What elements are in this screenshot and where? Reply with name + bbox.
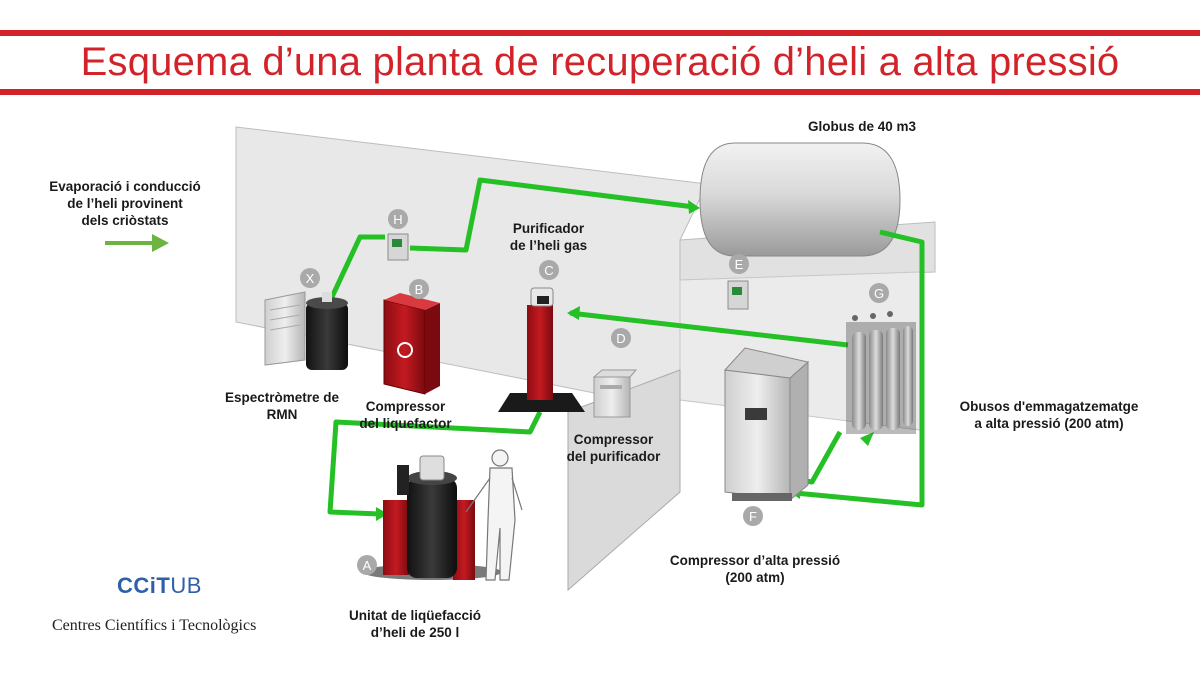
label-compressor-pur-line1: Compressor — [573, 432, 654, 447]
operator-figure — [465, 449, 523, 581]
svg-text:G: G — [874, 286, 884, 301]
marker-g: G — [869, 283, 889, 303]
nmr-spectrometer — [264, 291, 348, 370]
svg-text:A: A — [363, 558, 372, 573]
label-compressor-purificador: Compressor del purificador — [556, 431, 671, 465]
label-purificador-line1: Purificador — [512, 221, 585, 236]
marker-e: E — [729, 254, 749, 274]
label-evaporacio-line1: Evaporació i conducció — [49, 179, 201, 194]
svg-text:H: H — [393, 212, 402, 227]
logo-subtitle: Centres Científics i Tecnològics — [52, 617, 257, 634]
marker-c: C — [539, 260, 559, 280]
svg-text:D: D — [616, 331, 625, 346]
bottom-rule — [0, 89, 1200, 95]
label-globus: Globus de 40 m3 — [808, 119, 917, 134]
label-evaporacio: Evaporació i conducció de l’heli provine… — [40, 178, 210, 229]
label-unitat-line2: d’heli de 250 l — [370, 625, 460, 640]
monitor-e — [727, 280, 749, 310]
svg-text:X: X — [306, 271, 315, 286]
label-evaporacio-line2: de l’heli provinent — [67, 196, 183, 211]
purifier-compressor — [592, 369, 638, 418]
label-compressor-alta-line2: (200 atm) — [725, 570, 785, 585]
label-compressor-liq-line1: Compressor — [365, 399, 446, 414]
label-espectrometre: Espectròmetre de RMN — [212, 389, 352, 423]
label-obusos-line2: a alta pressió (200 atm) — [974, 416, 1124, 431]
svg-text:E: E — [735, 257, 744, 272]
marker-h: H — [388, 209, 408, 229]
marker-b: B — [409, 279, 429, 299]
svg-text:B: B — [415, 282, 424, 297]
svg-text:C: C — [544, 263, 553, 278]
purifier-unit — [498, 287, 585, 412]
label-espectrometre-line1: Espectròmetre de — [224, 390, 340, 405]
label-purificador-line2: de l’heli gas — [509, 238, 588, 253]
storage-cylinders — [846, 311, 916, 434]
label-obusos-line1: Obusos d'emmagatzematge — [959, 399, 1139, 414]
marker-a: A — [357, 555, 377, 575]
helium-liquefier — [362, 455, 502, 580]
back-wall-left — [235, 126, 708, 411]
label-evaporacio-line3: dels criòstats — [81, 213, 169, 228]
label-compressor-liquefactor: Compressor del liquefactor — [348, 398, 463, 432]
cci-tub-logo: CCiTUB — [117, 573, 202, 599]
label-unitat-line1: Unitat de liqüefacció — [348, 608, 482, 623]
logo-suffix: UB — [170, 573, 202, 598]
high-pressure-compressor — [723, 347, 810, 502]
svg-text:F: F — [749, 509, 757, 524]
liquefier-compressor — [383, 293, 440, 395]
page-title: Esquema d’una planta de recuperació d’he… — [80, 40, 1120, 84]
label-compressor-pur-line2: del purificador — [566, 449, 661, 464]
partition-wall — [567, 369, 681, 592]
marker-f: F — [743, 506, 763, 526]
marker-x: X — [300, 268, 320, 288]
top-rule — [0, 30, 1200, 36]
equipment-markers: X H B C D E G A F — [300, 209, 889, 575]
logo-main: CCiT — [117, 573, 171, 598]
label-obusos: Obusos d'emmagatzematge a alta pressió (… — [944, 398, 1154, 432]
label-espectrometre-line2: RMN — [266, 407, 298, 422]
label-compressor-alta-line1: Compressor d’alta pressió — [669, 553, 841, 568]
marker-d: D — [611, 328, 631, 348]
gas-globe-tank — [699, 142, 901, 257]
label-compressor-alta: Compressor d’alta pressió (200 atm) — [650, 552, 860, 586]
label-compressor-liq-line2: del liquefactor — [359, 416, 452, 431]
inflow-arrow — [105, 234, 169, 252]
monitor-h — [387, 233, 409, 261]
label-unitat: Unitat de liqüefacció d’heli de 250 l — [340, 607, 490, 641]
label-purificador: Purificador de l’heli gas — [496, 220, 601, 254]
